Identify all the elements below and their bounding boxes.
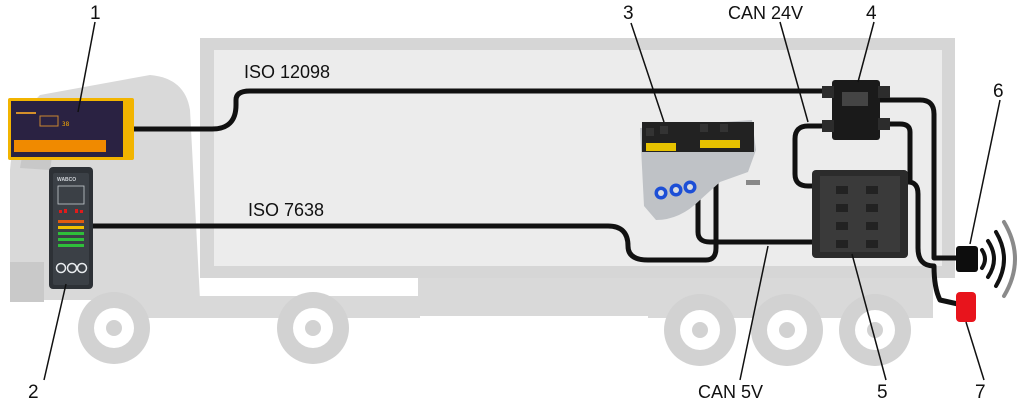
callout-2: 2	[28, 382, 39, 403]
wheel	[78, 292, 150, 364]
callout-3: 3	[623, 3, 634, 24]
remote-brand: WABCO	[57, 177, 76, 183]
remote-control: WABCO	[49, 167, 93, 289]
wheels	[78, 292, 911, 366]
can-5v-cable	[695, 157, 825, 245]
wheel	[664, 294, 736, 366]
can-24v-cable	[792, 123, 829, 189]
label-can-24v: CAN 24V	[728, 3, 803, 23]
wireless-sensor	[956, 246, 978, 272]
callout-5: 5	[877, 382, 888, 403]
warning-lamp	[956, 292, 976, 322]
label-iso-7638: ISO 7638	[248, 200, 324, 220]
module-link-cable	[877, 121, 913, 183]
callout-6: 6	[993, 81, 1004, 102]
leader-line-6	[969, 99, 1001, 245]
leader-line-5	[851, 253, 887, 381]
leader-line-7	[965, 321, 985, 381]
ebs-to-light-cable	[897, 179, 961, 307]
leader-line-can-24v	[779, 21, 809, 123]
module-to-light-cable	[877, 97, 963, 261]
junction-module	[822, 80, 890, 140]
wireless-signal-icon	[980, 220, 1017, 298]
leader-line-4	[857, 21, 875, 83]
trailer-body	[200, 38, 955, 318]
extension-module	[812, 170, 908, 258]
leader-line-can-5v	[739, 245, 769, 381]
leader-line-1	[77, 21, 96, 113]
label-iso-12098: ISO 12098	[244, 62, 330, 82]
ebs-modulator	[640, 120, 760, 220]
iso-7638-cable	[87, 157, 719, 263]
label-can-5v: CAN 5V	[698, 382, 763, 402]
cab-display: 38	[8, 98, 134, 160]
wheel	[751, 294, 823, 366]
display-reading: 38	[62, 121, 70, 128]
wheel	[839, 294, 911, 366]
callout-1: 1	[90, 3, 101, 24]
leader-line-3	[630, 22, 665, 123]
callout-7: 7	[975, 382, 986, 403]
callout-4: 4	[866, 3, 877, 24]
wheel	[277, 292, 349, 364]
iso-12098-cable	[131, 88, 835, 132]
leader-line-2	[43, 283, 67, 381]
